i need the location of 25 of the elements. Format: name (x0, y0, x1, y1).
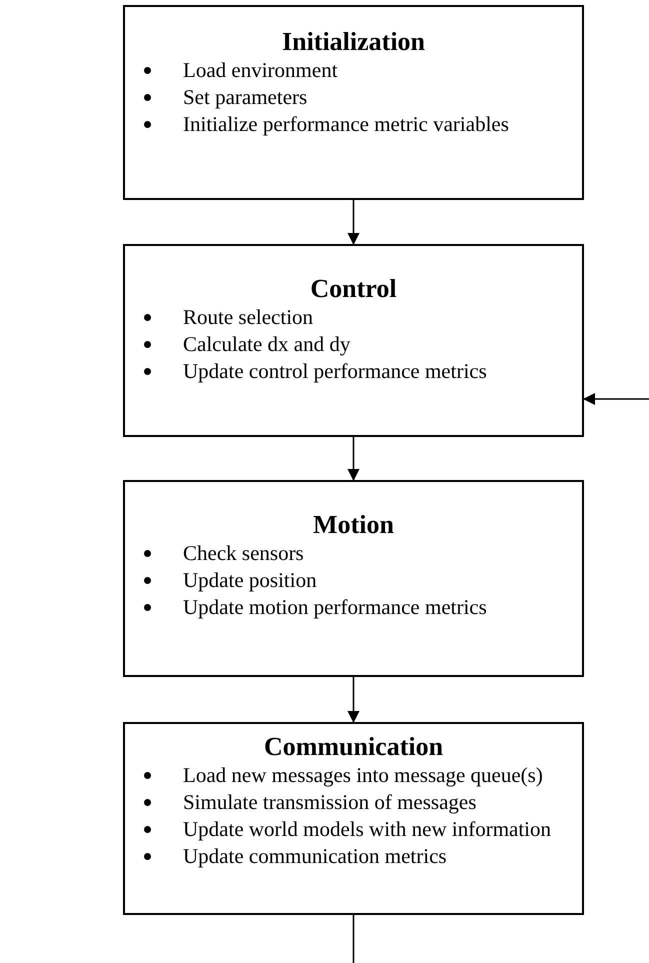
bullet-text: Update world models with new information (183, 816, 552, 843)
bullet-text: Initialize performance metric variables (183, 111, 509, 138)
arrow (348, 437, 360, 481)
arrow (348, 200, 360, 245)
box-heading: Communication (262, 732, 444, 762)
bullet-text: Update motion performance metrics (183, 594, 487, 621)
arrow (348, 677, 360, 723)
process-box (123, 244, 584, 437)
box-heading: Motion (312, 510, 395, 540)
bullet-text: Simulate transmission of messages (183, 789, 476, 816)
bullet-text: Load new messages into message queue(s) (183, 762, 543, 789)
bullet-text: Update communication metrics (183, 843, 447, 870)
process-box (123, 480, 584, 677)
box-heading: Control (309, 274, 398, 304)
bullet-text: Load environment (183, 57, 338, 84)
arrow (583, 393, 649, 405)
process-box (123, 722, 584, 915)
bullet-text: Calculate dx and dy (183, 331, 350, 358)
box-heading: Initialization (280, 27, 426, 57)
bullet-text: Set parameters (183, 84, 308, 111)
bullet-text: Check sensors (183, 540, 304, 567)
process-box (123, 5, 584, 200)
bullet-text: Update position (183, 567, 317, 594)
bullet-text: Update control performance metrics (183, 358, 487, 385)
bullet-text: Route selection (183, 304, 314, 331)
